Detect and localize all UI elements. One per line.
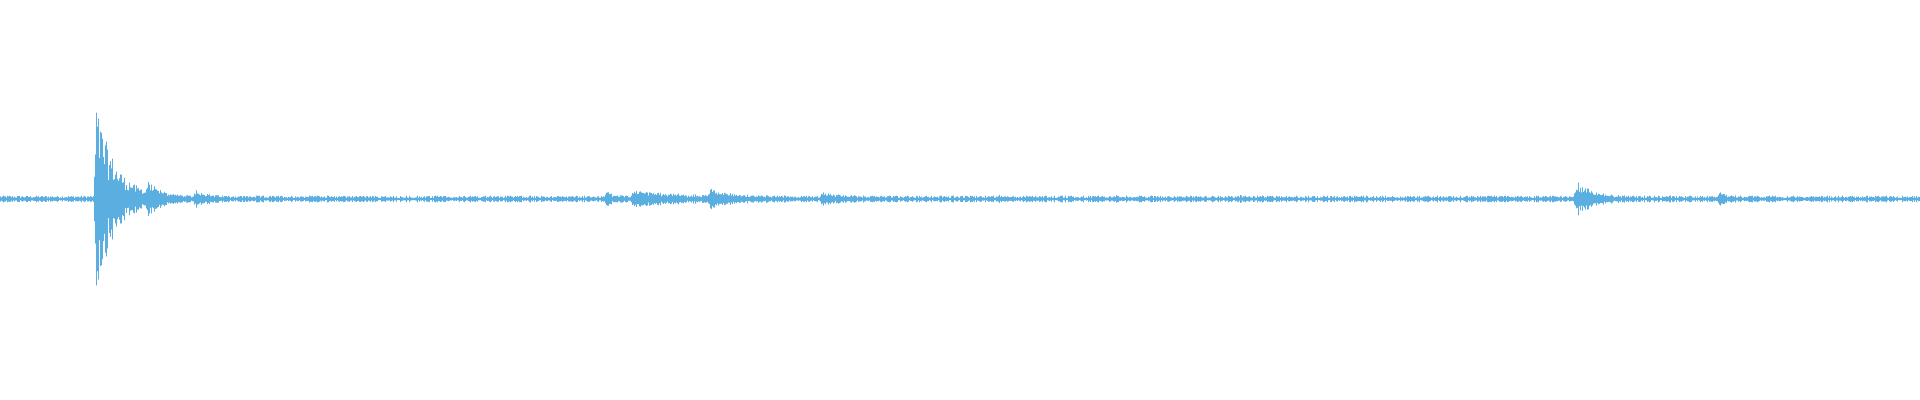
waveform-trace (0, 112, 1920, 286)
